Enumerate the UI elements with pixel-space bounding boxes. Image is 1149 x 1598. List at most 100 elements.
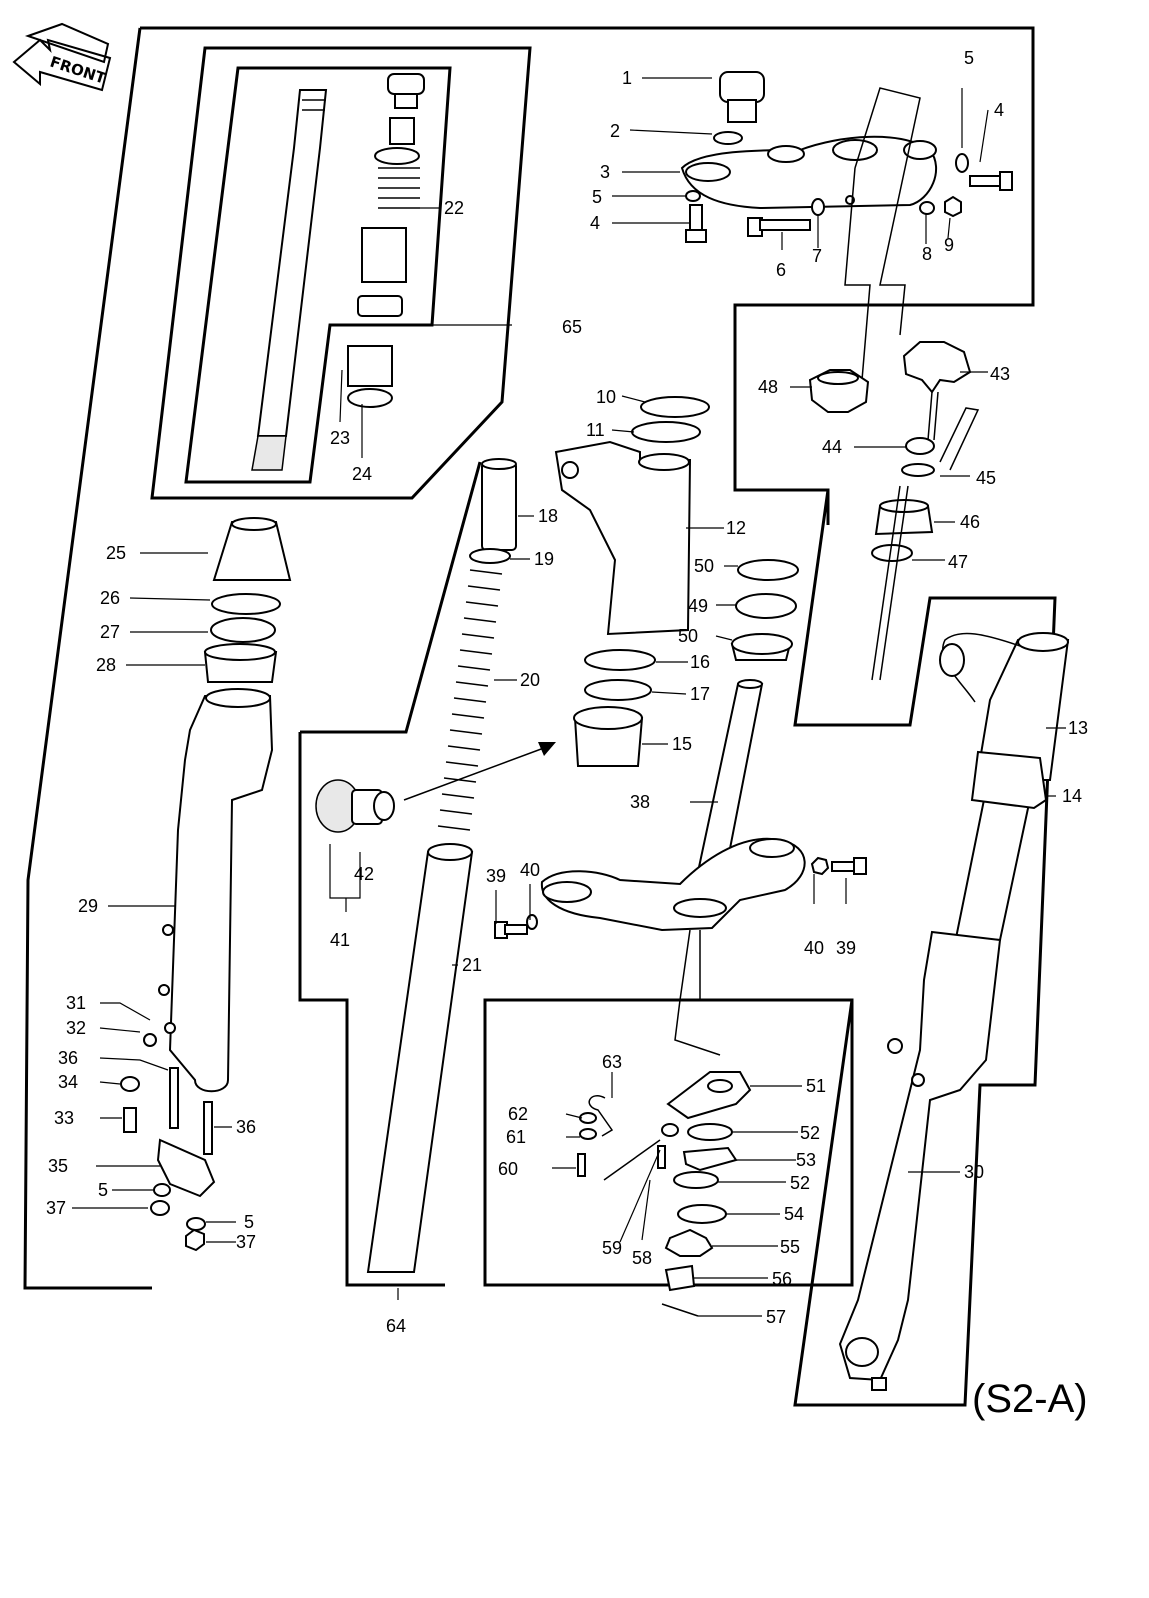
callout: 62 bbox=[508, 1104, 528, 1124]
air-valve-cap bbox=[315, 779, 395, 833]
spacer-18 bbox=[481, 461, 517, 551]
callout: 50 bbox=[694, 556, 714, 576]
group-boundaries bbox=[23, 26, 1057, 1407]
axle-clamp-35 bbox=[156, 1138, 216, 1198]
callout: 26 bbox=[100, 588, 120, 608]
left-outer-tube bbox=[168, 695, 274, 1093]
callout: 65 bbox=[562, 317, 582, 337]
callout: 54 bbox=[784, 1204, 804, 1224]
callout: 41 bbox=[330, 930, 350, 950]
callout: 17 bbox=[690, 684, 710, 704]
callout: 64 bbox=[386, 1316, 406, 1336]
callout: 37 bbox=[46, 1198, 66, 1218]
callout: 2 bbox=[610, 121, 620, 141]
callout: 11 bbox=[586, 420, 605, 440]
callout: 34 bbox=[58, 1072, 78, 1092]
steering-knob-group-frame bbox=[735, 303, 1057, 1407]
left-fork-outer-parts bbox=[120, 517, 292, 1252]
callout: 35 bbox=[48, 1156, 68, 1176]
bolt-6 bbox=[747, 217, 811, 237]
seat-19 bbox=[469, 548, 511, 564]
callout: 45 bbox=[976, 468, 996, 488]
callout: 43 bbox=[990, 364, 1010, 384]
callout: 37 bbox=[236, 1232, 256, 1252]
callout: 58 bbox=[632, 1248, 652, 1268]
callout: 53 bbox=[796, 1150, 816, 1170]
callout: 52 bbox=[800, 1123, 820, 1143]
callout: 36 bbox=[236, 1117, 256, 1137]
callout: 13 bbox=[1068, 718, 1088, 738]
callout: 50 bbox=[678, 626, 698, 646]
callout: 57 bbox=[766, 1307, 786, 1327]
callout: 38 bbox=[630, 792, 650, 812]
callout: 20 bbox=[520, 670, 540, 690]
bolt-4-right bbox=[969, 171, 1013, 191]
race-50-top bbox=[737, 559, 799, 581]
callout: 21 bbox=[462, 955, 482, 975]
callout: 9 bbox=[944, 235, 954, 255]
callout: 40 bbox=[804, 938, 824, 958]
callout: 14 bbox=[1062, 786, 1082, 806]
headlight-bracket-12 bbox=[554, 440, 692, 636]
callout: 47 bbox=[948, 552, 968, 572]
bolt-39-left bbox=[494, 921, 528, 939]
fork-spring-20 bbox=[437, 569, 503, 831]
callout: 4 bbox=[590, 213, 600, 233]
callout: 61 bbox=[506, 1127, 526, 1147]
bolt-39-right bbox=[831, 857, 867, 875]
callout: 7 bbox=[812, 246, 822, 266]
callout: 16 bbox=[690, 652, 710, 672]
stem-cap-bolt bbox=[719, 71, 765, 123]
callout: 36 bbox=[58, 1048, 78, 1068]
washer-2 bbox=[713, 131, 743, 145]
callout: 39 bbox=[486, 866, 506, 886]
right-outer-tube-30 bbox=[838, 930, 1002, 1382]
right-fork-assembly bbox=[838, 632, 1070, 1391]
callout: 31 bbox=[66, 993, 86, 1013]
callout: 4 bbox=[994, 100, 1004, 120]
callout: 5 bbox=[592, 187, 602, 207]
callout: 29 bbox=[78, 896, 98, 916]
upper-bracket-assembly bbox=[680, 71, 1013, 381]
callout: 60 bbox=[498, 1159, 518, 1179]
callout: 23 bbox=[330, 428, 350, 448]
callout: 56 bbox=[772, 1269, 792, 1289]
bearing-49 bbox=[735, 593, 797, 619]
callout: 52 bbox=[790, 1173, 810, 1193]
steering-knob-group bbox=[730, 341, 980, 681]
fork-inner-tube-kit-frame bbox=[150, 46, 532, 500]
callout: 5 bbox=[98, 1180, 108, 1200]
callout: 46 bbox=[960, 512, 980, 532]
callout: 51 bbox=[806, 1076, 826, 1096]
callout: 44 bbox=[822, 437, 842, 457]
callout: 49 bbox=[688, 596, 708, 616]
front-arrow-icon: FRONT bbox=[12, 22, 112, 92]
damper-rod-parts bbox=[347, 73, 425, 408]
leader-lines bbox=[72, 77, 1066, 1317]
callout: 30 bbox=[964, 1162, 984, 1182]
callout: 5 bbox=[964, 48, 974, 68]
callout: 27 bbox=[100, 622, 120, 642]
callout: 8 bbox=[922, 244, 932, 264]
callout: 19 bbox=[534, 549, 554, 569]
ring-26 bbox=[211, 593, 281, 615]
steering-stem-group bbox=[494, 679, 867, 1056]
steering-damper-group-frame bbox=[483, 998, 854, 1287]
knob-43 bbox=[902, 341, 972, 394]
callout: 40 bbox=[520, 860, 540, 880]
damper-tube-21 bbox=[366, 851, 474, 1273]
callout-labels: 1 2 3 4 4 5 5 6 7 8 9 10 11 12 13 14 15 … bbox=[46, 48, 1088, 1336]
fork-upper-clamp-group bbox=[554, 396, 710, 767]
callout: 1 bbox=[622, 68, 632, 88]
callout: 15 bbox=[672, 734, 692, 754]
fork-inner-tube bbox=[251, 89, 328, 471]
callout: 33 bbox=[54, 1108, 74, 1128]
callout: 42 bbox=[354, 864, 374, 884]
callout: 10 bbox=[596, 387, 616, 407]
callout: 3 bbox=[600, 162, 610, 182]
callout: 5 bbox=[244, 1212, 254, 1232]
callout: 6 bbox=[776, 260, 786, 280]
callout: 48 bbox=[758, 377, 778, 397]
plate-51 bbox=[666, 1071, 752, 1120]
